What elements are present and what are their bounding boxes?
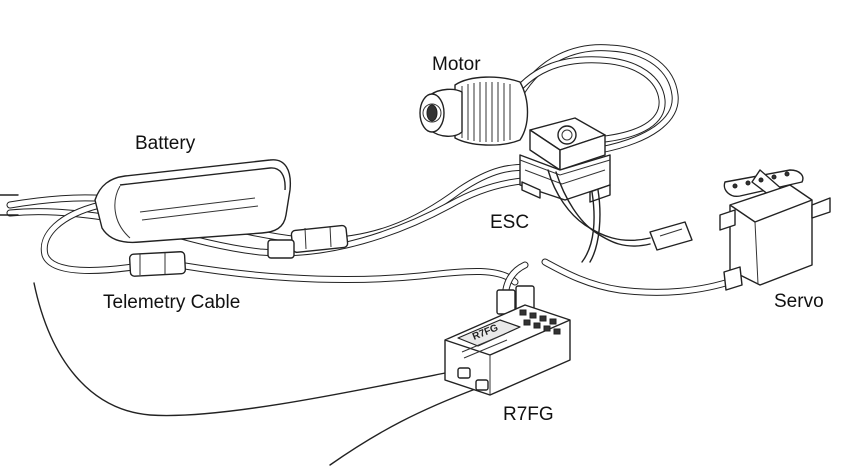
receiver-label: R7FG — [503, 404, 554, 425]
receiver: R7FG — [444, 261, 571, 396]
battery-pack — [94, 159, 292, 244]
receiver-antenna-wires — [33, 282, 479, 466]
battery-connectors — [128, 224, 349, 277]
motor-label: Motor — [432, 54, 481, 75]
motor — [419, 44, 679, 154]
receiver-pin-header — [519, 309, 561, 335]
battery-leads — [0, 163, 544, 286]
esc-label: ESC — [490, 212, 530, 233]
telemetry-cable-label: Telemetry Cable — [103, 292, 241, 313]
servo — [541, 169, 831, 296]
esc — [519, 117, 693, 263]
servo-label: Servo — [774, 291, 824, 312]
battery-label: Battery — [135, 133, 196, 154]
